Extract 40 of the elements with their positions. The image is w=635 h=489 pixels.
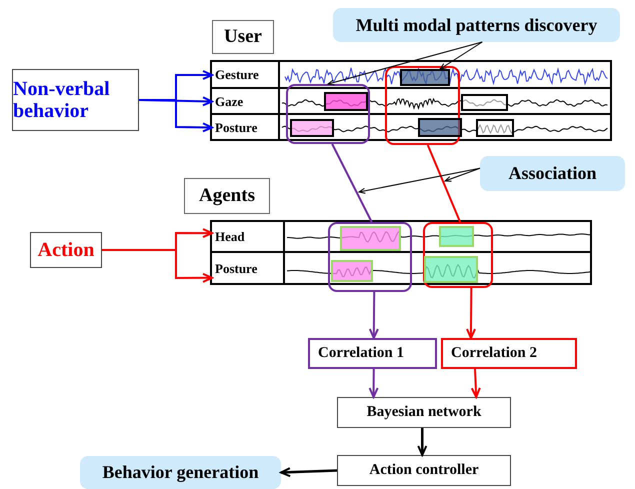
callout-bubble: Multi modal patterns discovery bbox=[333, 8, 620, 42]
pattern-box bbox=[331, 260, 373, 282]
row-label: Gaze bbox=[212, 89, 278, 114]
pattern-box bbox=[424, 256, 478, 283]
pattern-box bbox=[400, 69, 450, 86]
arrow bbox=[368, 292, 379, 339]
pattern-group-outline bbox=[423, 222, 493, 288]
pattern-box bbox=[439, 226, 474, 247]
pattern-group-outline bbox=[385, 66, 460, 145]
pattern-group-outline bbox=[328, 222, 412, 292]
row-label: Head bbox=[212, 222, 283, 252]
pattern-box bbox=[418, 118, 462, 137]
arrow bbox=[280, 467, 338, 478]
process-box: Correlation 1 bbox=[308, 338, 437, 369]
title-box: User bbox=[212, 20, 274, 54]
arrow bbox=[417, 428, 428, 456]
callout-bubble: Behavior generation bbox=[80, 456, 281, 489]
pattern-box bbox=[461, 94, 508, 111]
pattern-box bbox=[290, 119, 334, 137]
arrow bbox=[466, 288, 476, 339]
process-box: Bayesian network bbox=[337, 397, 511, 428]
arrow bbox=[470, 368, 481, 398]
pattern-box bbox=[324, 92, 368, 111]
callout-bubble: Association bbox=[480, 156, 625, 191]
row-label: Posture bbox=[212, 115, 278, 140]
pattern-box bbox=[340, 226, 401, 251]
row-label: Posture bbox=[212, 253, 283, 284]
category-box: Action bbox=[30, 232, 102, 268]
pattern-box bbox=[476, 119, 514, 137]
leader-line bbox=[444, 168, 480, 182]
arrow bbox=[368, 368, 379, 398]
leader-line bbox=[328, 42, 483, 86]
category-box: Non-verbal behavior bbox=[12, 69, 139, 131]
pattern-group-outline bbox=[286, 84, 370, 144]
title-box: Agents bbox=[184, 178, 270, 214]
leader-line bbox=[440, 42, 483, 70]
row-label: Gesture bbox=[212, 62, 278, 88]
process-box: Action controller bbox=[337, 455, 511, 486]
leader-line bbox=[358, 168, 480, 194]
process-box: Correlation 2 bbox=[441, 338, 577, 369]
